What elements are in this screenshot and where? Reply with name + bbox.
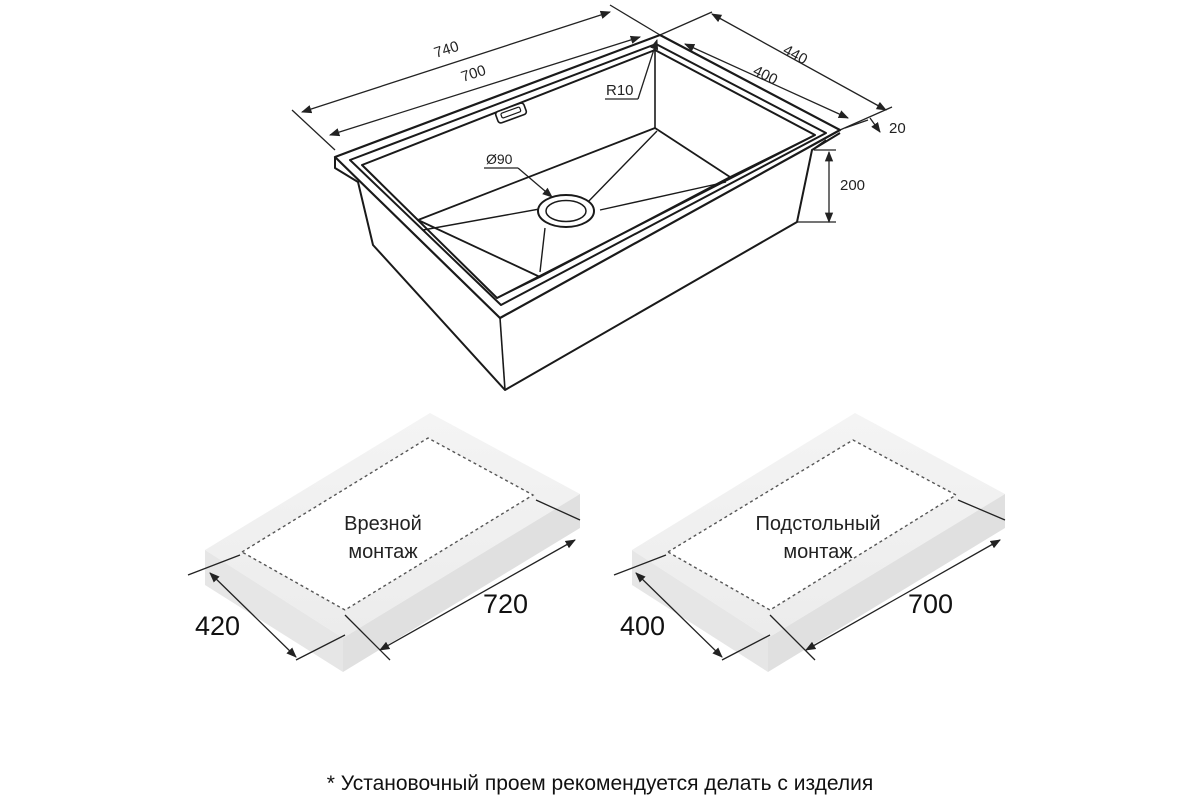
dim-inset-length: 720 (483, 589, 528, 619)
dim-440: 440 (780, 42, 810, 69)
sink-skirt (334, 132, 841, 391)
dim-undermount-width: 400 (620, 611, 665, 641)
dim-drain: Ø90 (486, 151, 513, 167)
dim-r10: R10 (606, 82, 634, 99)
dim-20: 20 (889, 120, 906, 137)
cutout-undermount (666, 439, 958, 611)
dim-700: 700 (459, 62, 488, 86)
drain-icon (537, 194, 595, 228)
dim-200: 200 (840, 177, 865, 194)
undermount-label-1: Подстольный (755, 513, 880, 535)
inset-label-1: Врезной (344, 513, 422, 535)
dim-inset-width: 420 (195, 611, 240, 641)
dim-undermount-length: 700 (908, 589, 953, 619)
slab-inset-dims (187, 499, 581, 661)
sink-flange-inner (349, 43, 827, 306)
cutout-inset (240, 437, 535, 611)
undermount-label-2: монтаж (783, 541, 853, 563)
slab-undermount-dims (613, 499, 1006, 661)
sink-dimensions (291, 4, 893, 224)
dim-740: 740 (432, 38, 461, 62)
inset-label-2: монтаж (348, 541, 418, 563)
footnote: * Установочный проем рекомендуется делат… (326, 772, 874, 795)
